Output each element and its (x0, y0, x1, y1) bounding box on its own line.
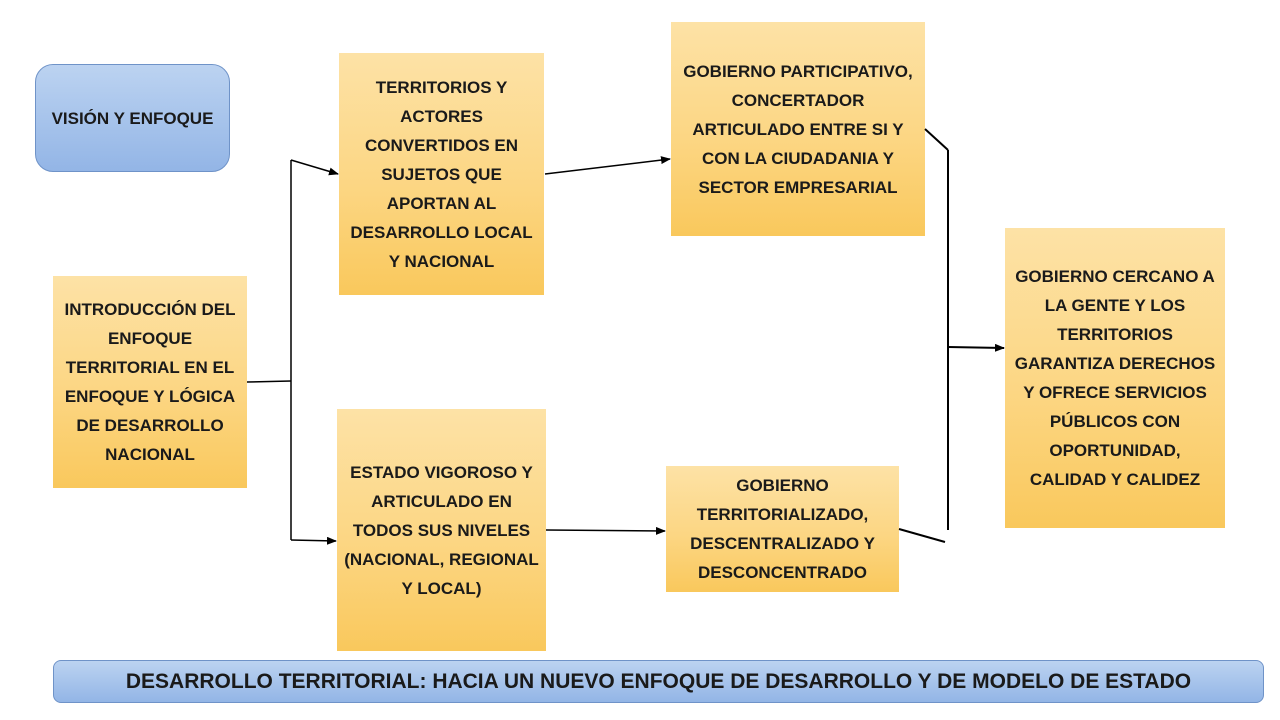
arrow-to-estado (290, 536, 337, 545)
intro-connector-line (246, 380, 292, 383)
intro-box: INTRODUCCIÓN DEL ENFOQUE TERRITORIAL EN … (53, 276, 247, 488)
footer-text: DESARROLLO TERRITORIAL: HACIA UN NUEVO E… (125, 669, 1192, 693)
participativo-out-line (924, 128, 949, 151)
intro-text: INTRODUCCIÓN DEL ENFOQUE TERRITORIAL EN … (64, 300, 236, 464)
territorios-text: TERRITORIOS Y ACTORES CONVERTIDOS EN SUJ… (350, 77, 533, 271)
arrow-to-territorios (290, 159, 339, 176)
arrow-to-cercano (947, 343, 1005, 352)
gobierno-cercano-text: GOBIERNO CERCANO A LA GENTE Y LOS TERRIT… (1014, 267, 1216, 489)
estado-text: ESTADO VIGOROSO Y ARTICULADO EN TODOS SU… (344, 462, 539, 598)
gobierno-participativo-box: GOBIERNO PARTICIPATIVO, CONCERTADOR ARTI… (671, 22, 925, 236)
arrow-to-participativo (544, 156, 671, 175)
gobierno-cercano-box: GOBIERNO CERCANO A LA GENTE Y LOS TERRIT… (1005, 228, 1225, 528)
gobierno-participativo-text: GOBIERNO PARTICIPATIVO, CONCERTADOR ARTI… (683, 61, 913, 197)
territorios-box: TERRITORIOS Y ACTORES CONVERTIDOS EN SUJ… (339, 53, 544, 295)
gobierno-territorializado-text: GOBIERNO TERRITORIALIZADO, DESCENTRALIZA… (690, 476, 875, 582)
vision-label: VISIÓN Y ENFOQUE (35, 64, 230, 172)
estado-box: ESTADO VIGOROSO Y ARTICULADO EN TODOS SU… (337, 409, 546, 651)
gobierno-territorializado-box: GOBIERNO TERRITORIALIZADO, DESCENTRALIZA… (666, 466, 899, 592)
arrow-to-territorializado (545, 526, 666, 535)
territorializado-out-line (898, 528, 946, 543)
vision-text: VISIÓN Y ENFOQUE (51, 108, 214, 128)
footer-banner: DESARROLLO TERRITORIAL: HACIA UN NUEVO E… (53, 660, 1264, 703)
